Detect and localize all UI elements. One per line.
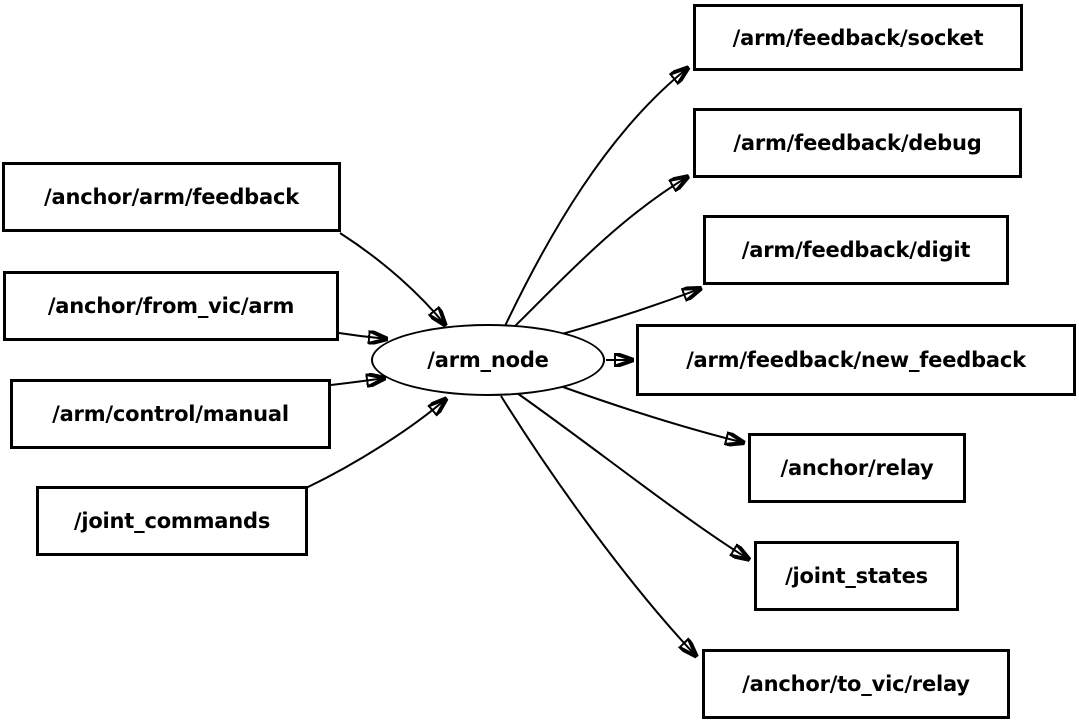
topic-node-arm-feedback-socket: /arm/feedback/socket [693, 4, 1023, 71]
topic-node-arm-feedback-new-feedback: /arm/feedback/new_feedback [636, 324, 1076, 396]
topic-label-arm-feedback-socket: /arm/feedback/socket [732, 25, 984, 50]
topic-label-joint-states: /joint_states [785, 564, 928, 588]
edge-joint-commands-to-arm-node [305, 398, 447, 489]
edge-arm-node-to-arm-feedback-socket [504, 67, 689, 327]
topic-node-anchor-to-vic-relay: /anchor/to_vic/relay [702, 649, 1010, 719]
topic-label-anchor-to-vic-relay: /anchor/to_vic/relay [742, 672, 970, 696]
edge-arm-node-to-anchor-relay [562, 386, 745, 443]
ros-node-arm-node: /arm_node [371, 324, 605, 396]
topic-node-arm-control-manual: /arm/control/manual [10, 379, 331, 449]
topic-label-arm-feedback-new-feedback: /arm/feedback/new_feedback [686, 348, 1026, 372]
edge-arm-node-to-arm-feedback-debug [512, 176, 689, 329]
edge-anchor-arm-feedback-to-arm-node [339, 232, 446, 326]
topic-node-arm-feedback-debug: /arm/feedback/debug [693, 108, 1022, 178]
topic-node-joint-commands: /joint_commands [36, 486, 308, 556]
edge-anchor-from-vic-arm-to-arm-node [338, 333, 388, 339]
topic-node-anchor-from-vic-arm: /anchor/from_vic/arm [3, 271, 339, 341]
topic-label-arm-feedback-digit: /arm/feedback/digit [741, 238, 971, 262]
topic-label-joint-commands: /joint_commands [73, 509, 271, 533]
topic-node-anchor-arm-feedback: /anchor/arm/feedback [2, 162, 341, 232]
topic-label-anchor-relay: /anchor/relay [780, 456, 934, 480]
topic-label-anchor-arm-feedback: /anchor/arm/feedback [44, 185, 299, 209]
topic-label-anchor-from-vic-arm: /anchor/from_vic/arm [47, 294, 295, 318]
edge-arm-node-to-arm-feedback-digit [561, 288, 702, 335]
topic-node-joint-states: /joint_states [754, 541, 959, 611]
topic-node-anchor-relay: /anchor/relay [748, 433, 966, 503]
edge-arm-node-to-joint-states [516, 392, 750, 560]
node-label-arm-node: /arm_node [427, 348, 549, 372]
edge-arm-node-to-anchor-to-vic-relay [500, 395, 697, 657]
edge-arm-control-manual-to-arm-node [330, 378, 386, 385]
topic-label-arm-feedback-debug: /arm/feedback/debug [733, 131, 982, 155]
topic-node-arm-feedback-digit: /arm/feedback/digit [703, 215, 1009, 285]
topic-label-arm-control-manual: /arm/control/manual [52, 402, 289, 426]
